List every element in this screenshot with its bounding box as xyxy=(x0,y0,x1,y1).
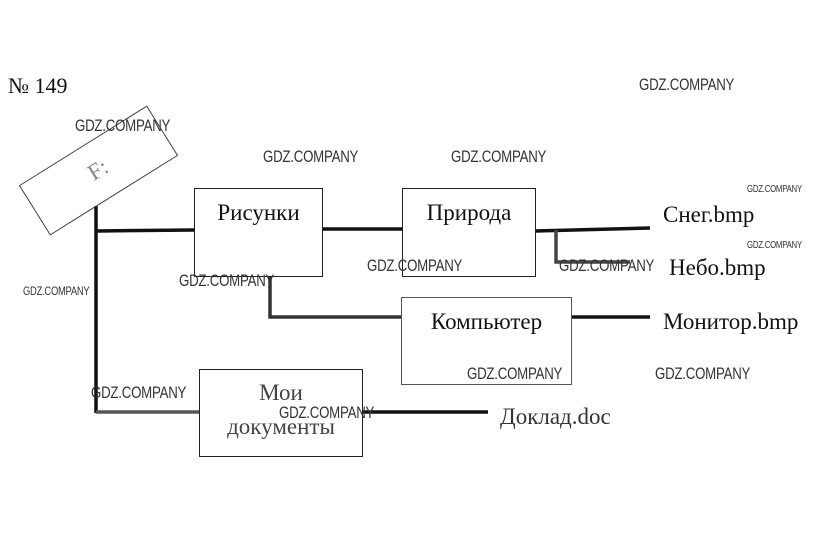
node-computer: Компьютер xyxy=(401,297,572,385)
watermark: GDZ.COMPANY xyxy=(91,383,187,402)
watermark: GDZ.COMPANY xyxy=(451,147,547,166)
watermark: GDZ.COMPANY xyxy=(23,284,90,298)
exercise-number: № 149 xyxy=(8,73,68,98)
node-my-documents-line1: Мои xyxy=(259,380,303,405)
watermark: GDZ.COMPANY xyxy=(75,116,171,135)
watermark: GDZ.COMPANY xyxy=(367,256,463,275)
watermark: GDZ.COMPANY xyxy=(639,75,735,94)
watermark: GDZ.COMPANY xyxy=(655,364,751,383)
node-nature: Природа xyxy=(402,188,536,277)
node-pictures: Рисунки xyxy=(194,188,323,277)
watermark: GDZ.COMPANY xyxy=(179,271,275,290)
node-computer-label: Компьютер xyxy=(430,309,543,334)
file-sky: Небо.bmp xyxy=(669,255,766,280)
watermark: GDZ.COMPANY xyxy=(747,184,802,195)
node-nature-label: Природа xyxy=(426,200,512,225)
watermark: GDZ.COMPANY xyxy=(279,403,375,422)
file-report: Доклад.doc xyxy=(500,404,611,429)
node-my-documents: Мои документы xyxy=(199,369,363,457)
connector-nature-snow xyxy=(534,226,651,233)
connector-pictures-computer xyxy=(268,276,402,319)
watermark: GDZ.COMPANY xyxy=(559,256,655,275)
connector-nature-sky xyxy=(554,230,630,264)
watermark: GDZ.COMPANY xyxy=(263,147,359,166)
watermark: GDZ.COMPANY xyxy=(467,364,563,383)
node-my-documents-line2: документы xyxy=(227,414,335,439)
file-monitor: Монитор.bmp xyxy=(663,309,799,334)
connector-drive-pictures xyxy=(95,228,195,233)
node-pictures-label: Рисунки xyxy=(217,200,300,225)
file-snow: Снег.bmp xyxy=(663,202,755,227)
watermark: GDZ.COMPANY xyxy=(747,240,802,251)
